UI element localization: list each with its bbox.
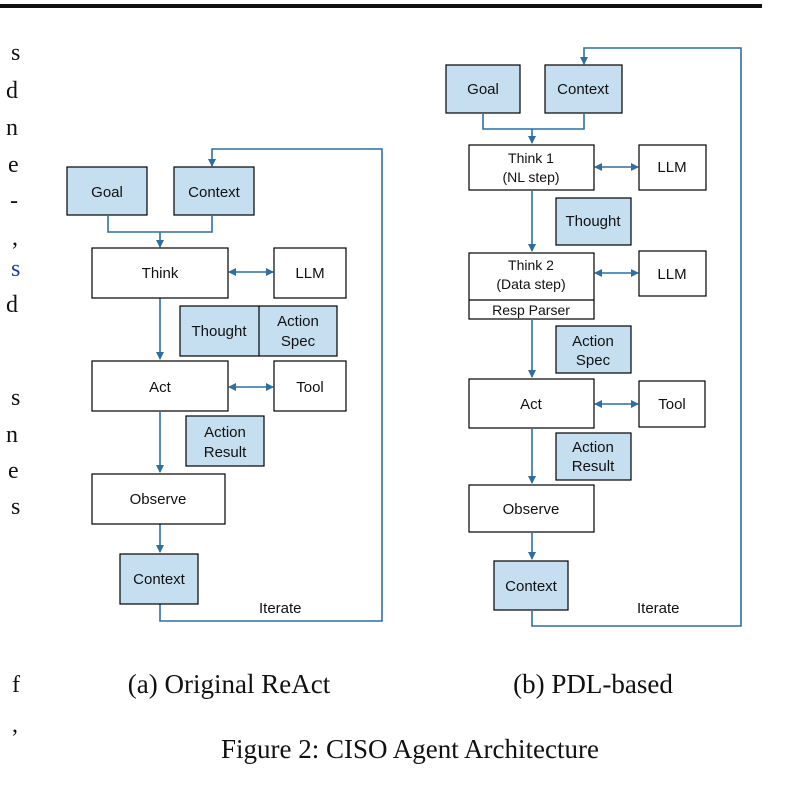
margin-text-8: d	[6, 292, 18, 318]
b-context-bottom-label: Context	[505, 578, 558, 595]
b-action-result-box: Action Result	[555, 432, 632, 481]
diagram-a: Goal Context Think LLM Thought Action Sp…	[66, 148, 383, 699]
b-action-result-label-1: Action	[572, 439, 614, 456]
a-context-bottom-box: Context	[119, 553, 199, 605]
a-goal-box: Goal	[66, 166, 148, 216]
a-context-bottom-label: Context	[133, 571, 186, 588]
b-think2-label-1: Think 2	[508, 257, 554, 273]
b-action-spec-label-2: Spec	[576, 352, 611, 369]
b-llm1-box: LLM	[638, 144, 707, 191]
b-goal-box: Goal	[445, 64, 521, 114]
margin-text-11: e	[8, 458, 19, 484]
b-context-bottom-box: Context	[493, 560, 569, 611]
b-act-box: Act	[468, 378, 595, 429]
b-caption: (b) PDL-based	[513, 669, 673, 699]
a-action-result-label-2: Result	[204, 444, 247, 461]
a-act-label: Act	[149, 379, 172, 396]
b-thought-box: Thought	[555, 197, 632, 246]
a-thought-label: Thought	[191, 323, 247, 340]
b-resp-parser-label: Resp Parser	[492, 302, 570, 318]
margin-text-5: -	[10, 188, 18, 214]
a-context-top-label: Context	[188, 184, 241, 201]
b-think1-label-1: Think 1	[508, 150, 554, 166]
margin-text-6: ,	[12, 225, 18, 251]
a-tool-label: Tool	[296, 379, 324, 396]
b-action-spec-box: Action Spec	[555, 325, 632, 374]
margin-text-9: s	[11, 385, 21, 411]
a-think-box: Think	[91, 247, 229, 299]
b-llm2-label: LLM	[657, 266, 686, 283]
a-action-spec-label-1: Action	[277, 313, 319, 330]
a-action-spec-label-2: Spec	[281, 333, 316, 350]
b-observe-label: Observe	[503, 501, 560, 518]
b-thought-label: Thought	[565, 213, 621, 230]
margin-text-2: d	[6, 78, 18, 104]
diagram-b: Goal Context Think 1 (NL step) LLM Thoug…	[445, 47, 742, 699]
a-think-label: Think	[142, 265, 179, 282]
a-llm-label: LLM	[295, 265, 324, 282]
b-action-result-label-2: Result	[572, 458, 615, 475]
margin-text-3: n	[6, 115, 18, 141]
b-connectors	[482, 47, 742, 627]
a-iterate-label: Iterate	[259, 600, 302, 617]
a-context-top-box: Context	[173, 166, 255, 216]
b-iterate-label: Iterate	[637, 600, 680, 617]
a-llm-box: LLM	[273, 247, 347, 299]
a-goal-label: Goal	[91, 184, 123, 201]
a-action-result-box: Action Result	[185, 415, 265, 467]
a-thought-action-spec-box: Thought Action Spec	[179, 305, 338, 357]
a-tool-box: Tool	[273, 360, 347, 412]
margin-text-14: ,	[12, 712, 18, 738]
margin-text-12: s	[11, 494, 21, 520]
figure-caption: Figure 2: CISO Agent Architecture	[221, 734, 599, 764]
margin-text-13: f	[12, 672, 20, 698]
a-observe-label: Observe	[130, 491, 187, 508]
b-context-top-label: Context	[557, 81, 610, 98]
b-act-label: Act	[520, 396, 543, 413]
margin-text-1: s	[11, 40, 21, 66]
b-llm2-box: LLM	[638, 250, 707, 297]
b-goal-label: Goal	[467, 81, 499, 98]
b-think1-label-2: (NL step)	[502, 169, 559, 185]
a-connectors	[107, 148, 383, 622]
b-tool-box: Tool	[638, 380, 706, 428]
margin-text-7-link[interactable]: s	[11, 256, 21, 282]
margin-text-4: e	[8, 152, 19, 178]
a-action-result-label-1: Action	[204, 424, 246, 441]
b-think1-box: Think 1 (NL step)	[468, 144, 595, 191]
a-caption: (a) Original ReAct	[128, 669, 331, 699]
b-tool-label: Tool	[658, 396, 686, 413]
b-llm1-label: LLM	[657, 159, 686, 176]
b-think2-box: Think 2 (Data step) Resp Parser	[468, 252, 595, 320]
margin-text-10: n	[6, 422, 18, 448]
a-observe-box: Observe	[91, 473, 226, 525]
b-action-spec-label-1: Action	[572, 333, 614, 350]
b-observe-box: Observe	[468, 484, 595, 533]
b-context-top-box: Context	[544, 64, 623, 114]
top-rule	[0, 4, 762, 8]
b-think2-label-2: (Data step)	[496, 276, 565, 292]
a-act-box: Act	[91, 360, 229, 412]
